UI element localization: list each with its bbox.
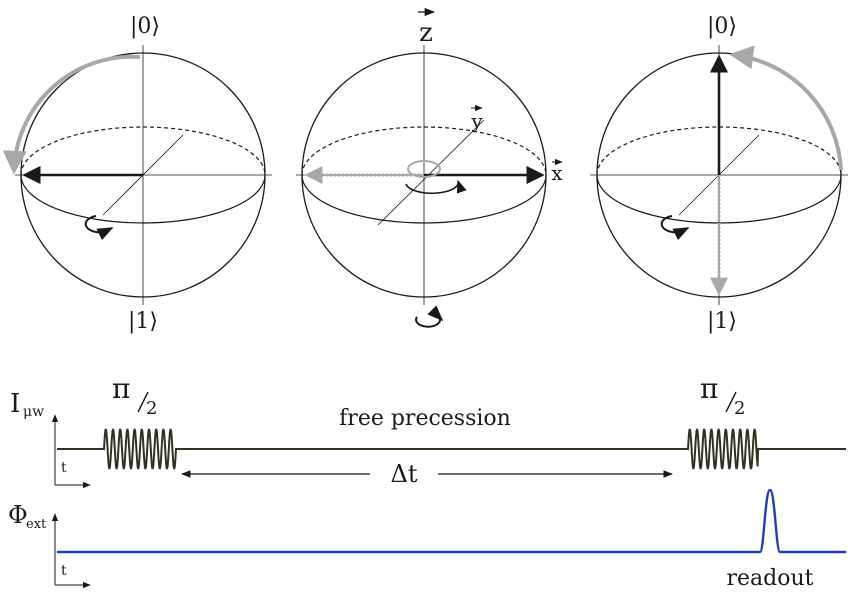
mw-pulse-trace: I μw t π 2 π 2 free precession Δt	[10, 372, 846, 489]
mw-axis-t-label: t	[61, 460, 67, 476]
flux-line	[57, 488, 846, 554]
y-axis	[377, 119, 485, 226]
free-precession-label: free precession	[339, 406, 511, 431]
mw-baseline-path	[57, 428, 846, 470]
bloch-sphere-left: |0⟩ |1⟩	[2, 14, 272, 334]
precession-ellipse	[407, 160, 441, 178]
ket-0-label: |0⟩	[707, 14, 737, 39]
pulse1-pi: π	[112, 372, 130, 405]
flux-readout-trace: Φ ext t readout	[8, 488, 846, 591]
pulse2-pi: π	[700, 372, 718, 405]
readout-label: readout	[727, 566, 814, 591]
delta-t-label: Δt	[391, 460, 418, 488]
ket-1-label: |1⟩	[707, 309, 737, 334]
x-label: x	[551, 161, 563, 185]
equator-back	[596, 126, 842, 176]
z-rotation-icon	[415, 305, 444, 328]
pulse2-fraction-slash	[725, 391, 737, 413]
rotation-arc-arrow	[729, 45, 843, 171]
bloch-sphere-right: |0⟩ |1⟩	[590, 14, 848, 334]
flux-axis-label: Φ	[8, 501, 28, 529]
equator-back	[301, 126, 547, 176]
flux-axis-t-label: t	[61, 563, 67, 579]
precession-direction-icon	[405, 179, 467, 195]
ket-1-label: |1⟩	[128, 309, 158, 334]
bloch-sphere-middle: z x y	[296, 7, 563, 328]
equator-back	[20, 126, 266, 176]
rotation-arc-arrow	[2, 54, 141, 175]
z-label: z	[419, 18, 433, 48]
mw-axis-subscript: μw	[23, 404, 44, 420]
pulse2-denominator: 2	[734, 398, 745, 419]
rotation-direction-icon	[84, 215, 114, 241]
pulse1-fraction-slash	[137, 391, 149, 413]
mw-axis-label: I	[10, 389, 20, 419]
flux-axis-subscript: ext	[26, 517, 47, 532]
rotation-direction-icon	[660, 215, 690, 241]
y-label: y	[470, 109, 483, 133]
pulse1-denominator: 2	[146, 398, 157, 419]
ket-0-label: |0⟩	[130, 14, 160, 39]
